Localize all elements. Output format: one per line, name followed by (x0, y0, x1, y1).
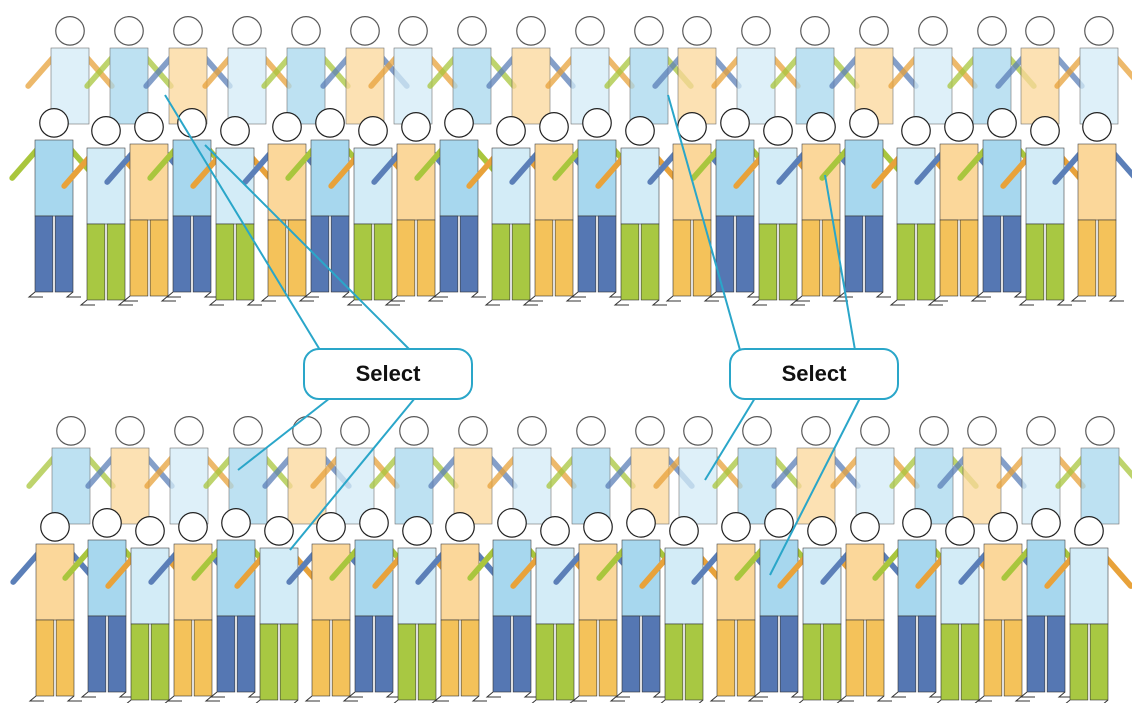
select-callout-left: Select (303, 348, 473, 400)
person-figure (958, 512, 1048, 702)
person-figure (328, 116, 418, 306)
person-figure (286, 512, 376, 702)
person-figure (639, 516, 729, 703)
callout-connector-line (667, 94, 741, 351)
select-label-left: Select (355, 361, 421, 386)
person-figure (546, 416, 636, 525)
person-figure (26, 416, 116, 525)
person-figure (9, 108, 99, 298)
person-figure (148, 512, 238, 702)
callout-connector-line (289, 397, 416, 551)
selected-crowd (10, 416, 1132, 703)
person-figure (595, 116, 685, 306)
person-figure (466, 116, 556, 306)
select-callout-right: Select (729, 348, 899, 400)
person-figure (690, 108, 780, 298)
person-figure (734, 508, 824, 698)
callout-connector-line (164, 94, 321, 351)
person-figure (415, 512, 505, 702)
person-figure (234, 516, 324, 703)
person-figure (872, 508, 962, 698)
person-figure (691, 512, 781, 702)
person-figure (777, 516, 867, 703)
person-figure (1052, 112, 1132, 302)
person-figure (414, 108, 504, 298)
person-figure (369, 416, 459, 525)
person-figure (915, 516, 1005, 703)
person-figure (733, 116, 823, 306)
person-figure (371, 112, 461, 302)
person-figure (510, 516, 600, 703)
person-figure (486, 16, 576, 125)
person-figure (712, 416, 802, 525)
person-figure (771, 416, 861, 525)
callout-connector-line (204, 144, 411, 351)
person-figure (1000, 116, 1090, 306)
callout-connector-line (824, 174, 856, 351)
population-crowd (9, 16, 1132, 306)
person-figure (596, 508, 686, 698)
person-figure (1044, 516, 1132, 703)
person-figure (144, 416, 234, 525)
callout-connectors (164, 94, 861, 576)
person-figure (191, 508, 281, 698)
person-figure (711, 16, 801, 125)
person-figure (62, 508, 152, 698)
person-figure (10, 512, 100, 702)
person-figure (947, 16, 1037, 125)
person-figure (320, 16, 410, 125)
callout-connector-line (769, 397, 861, 576)
person-figure (937, 416, 1027, 525)
person-figure (1054, 16, 1132, 125)
person-figure (190, 116, 280, 306)
person-figure (285, 108, 375, 298)
person-figure (829, 16, 919, 125)
person-figure (84, 16, 174, 125)
person-figure (552, 108, 642, 298)
select-label-right: Select (781, 361, 847, 386)
callout-connector-line (237, 397, 331, 471)
person-figure (770, 16, 860, 125)
person-figure (147, 108, 237, 298)
person-figure (830, 416, 920, 525)
person-figure (995, 16, 1085, 125)
person-figure (957, 108, 1047, 298)
person-figure (604, 16, 694, 125)
person-figure (1055, 416, 1132, 525)
callout-connector-line (704, 397, 756, 481)
